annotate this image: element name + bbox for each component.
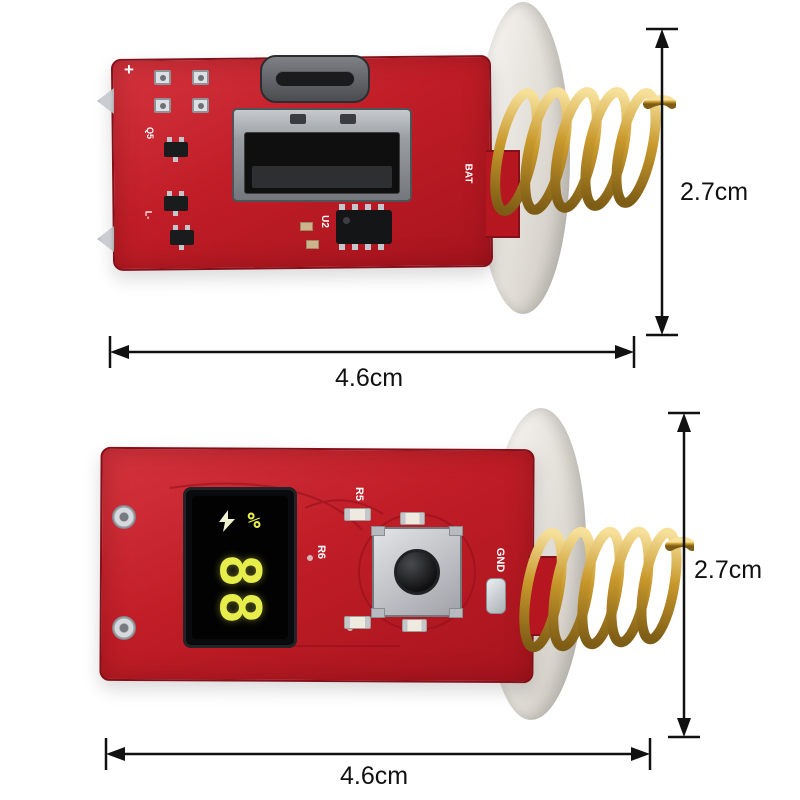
transistor-sot23 [164,191,188,216]
silkscreen-u2-label: U2 [318,215,330,228]
smd-resistor [402,619,427,632]
smd-resistor [400,512,425,525]
solder-pad [192,98,209,113]
pcb-copper-traces [169,482,476,647]
solder-tab-left-lower [97,226,114,252]
silkscreen-plus-label: + [124,60,134,79]
solder-pad [154,70,171,85]
height-label-bottom: 2.7cm [694,556,763,584]
smd-capacitor [300,222,313,231]
silkscreen-bat-label: BAT [462,163,474,184]
display-window: % 88 [192,496,288,639]
silkscreen-l-label: L- [143,210,154,220]
usb-a-shell-punch-hole [290,114,306,124]
smd-capacitor [306,240,319,249]
ic-pin1-dot [343,217,350,224]
display-digits: 88 [207,553,273,628]
usb-a-shell-punch-hole [340,114,356,124]
smd-resistor [344,508,371,521]
silkscreen-r6-label: R6 [315,544,328,560]
mounting-hole [112,505,136,529]
width-label-top: 4.6cm [335,364,404,392]
silkscreen-gnd-label: GND [494,547,507,573]
switch-pin [371,526,385,536]
transistor-sot23 [164,137,188,162]
usb-c-port [260,55,370,103]
transistor-sot23 [170,225,194,250]
switch-button-cap [394,549,440,595]
charge-controller-ic [336,204,392,250]
width-dimension-arrow-top [108,336,636,368]
usb-a-tongue [252,166,392,188]
tactile-switch [371,526,463,618]
usb-c-slot [275,71,355,87]
width-label-bottom: 4.6cm [340,762,409,790]
mounting-hole [112,616,136,640]
solder-blob [486,578,506,614]
switch-pin [449,526,463,536]
silkscreen-q5-label: Q5 [145,126,156,140]
solder-tab-left-upper [97,88,114,114]
height-label-top: 2.7cm [680,178,749,206]
display-percent-sign: % [247,508,261,534]
battery-percent-display: % 88 [183,487,297,648]
width-dimension-arrow-bottom [104,738,652,770]
height-dimension-arrow-top [646,27,678,337]
spring-coils [519,526,694,653]
silkscreen-r5-label: R5 [353,486,366,502]
gold-spring-bottom [519,526,694,653]
smd-resistor [344,616,371,629]
switch-pin [371,608,385,618]
height-dimension-arrow-bottom [668,411,700,739]
lightning-icon [219,510,236,532]
display-status-row: % [219,500,261,542]
solder-pad [154,98,171,113]
switch-pin [449,608,463,618]
solder-pad [192,70,209,85]
